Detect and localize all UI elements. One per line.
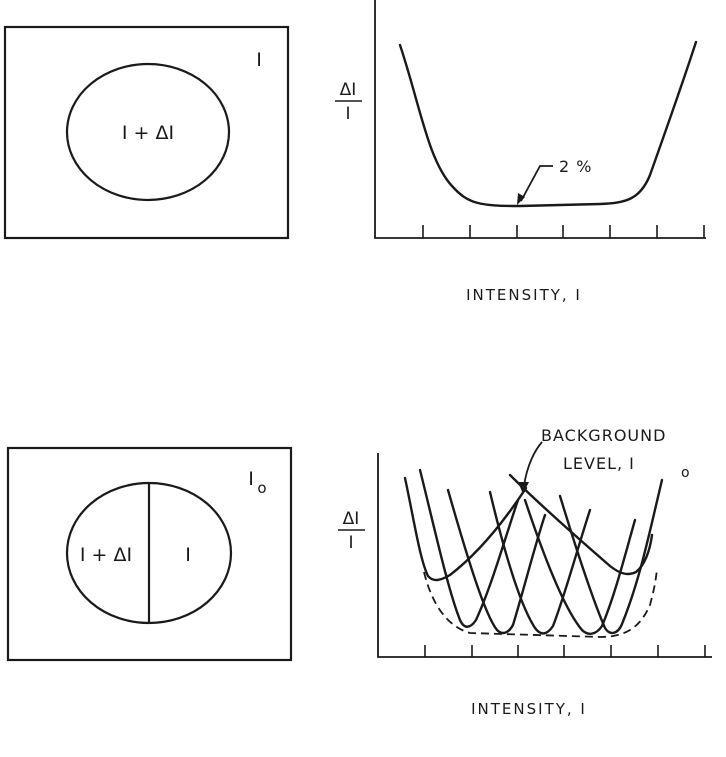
bottom-annotation-line-2: LEVEL, I (563, 454, 635, 473)
bottom-curve-family (403, 468, 664, 635)
bottom-x-axis-label: INTENSITY, I (471, 700, 587, 718)
bottom-ylabel-denominator: I (348, 533, 353, 553)
bottom-annotation-arrowhead (518, 482, 529, 494)
bottom-annotation-leader (523, 441, 543, 487)
bottom-dashed-envelope (423, 567, 658, 638)
top-x-ticks (422, 225, 705, 238)
top-stimulus-surround (3, 25, 290, 240)
top-annotation-label: 2 % (559, 157, 592, 176)
bottom-panel: I o I + ΔI I ΔI I (6, 426, 712, 718)
bottom-stimulus: I o I + ΔI I (6, 446, 293, 662)
top-stimulus: I I + ΔI (3, 25, 290, 240)
bottom-surround-label-subscript: o (257, 479, 266, 497)
top-annotation: 2 % (517, 157, 592, 205)
bottom-plot-axes (377, 453, 712, 658)
top-x-axis-label: INTENSITY, I (466, 286, 582, 304)
bottom-right-half-label: I (185, 544, 191, 566)
background-curve-6 (558, 478, 664, 635)
top-panel: I I + ΔI ΔI I 2 % (3, 0, 706, 304)
bottom-annotation-line-1: BACKGROUND (541, 426, 666, 445)
bottom-surround-label-main: I (248, 468, 254, 490)
background-curve-4 (488, 490, 592, 635)
top-ylabel-denominator: I (345, 104, 350, 124)
top-annotation-leader (520, 165, 553, 202)
background-curve-3 (446, 488, 547, 635)
top-plot-axes (374, 0, 706, 239)
bottom-left-half-label: I + ΔI (80, 544, 132, 566)
top-surround-label: I (256, 49, 262, 71)
bottom-ylabel-numerator: ΔI (343, 509, 360, 529)
top-stimulus-disk (65, 62, 231, 202)
top-ylabel-numerator: ΔI (340, 80, 357, 100)
background-curve-1 (403, 476, 528, 582)
bottom-annotation-subscript: o (681, 465, 690, 481)
top-disk-label: I + ΔI (122, 122, 174, 144)
top-plot: ΔI I 2 % INTENSITY, I (335, 0, 706, 304)
top-weber-curve (398, 40, 698, 208)
bottom-annotation: BACKGROUND LEVEL, I o (518, 426, 690, 494)
background-curve-2 (418, 468, 520, 628)
background-curve-5 (523, 498, 637, 635)
bottom-x-ticks (424, 645, 706, 657)
background-curve-7 (508, 473, 654, 576)
bottom-surround-label: I o (248, 468, 266, 497)
top-annotation-arrowhead (517, 193, 525, 205)
bottom-y-label: ΔI I (338, 509, 365, 553)
bottom-plot: ΔI I BACKGROUND LEVEL, I o (338, 426, 712, 718)
top-y-label: ΔI I (335, 80, 362, 124)
bottom-stimulus-surround (6, 446, 293, 662)
